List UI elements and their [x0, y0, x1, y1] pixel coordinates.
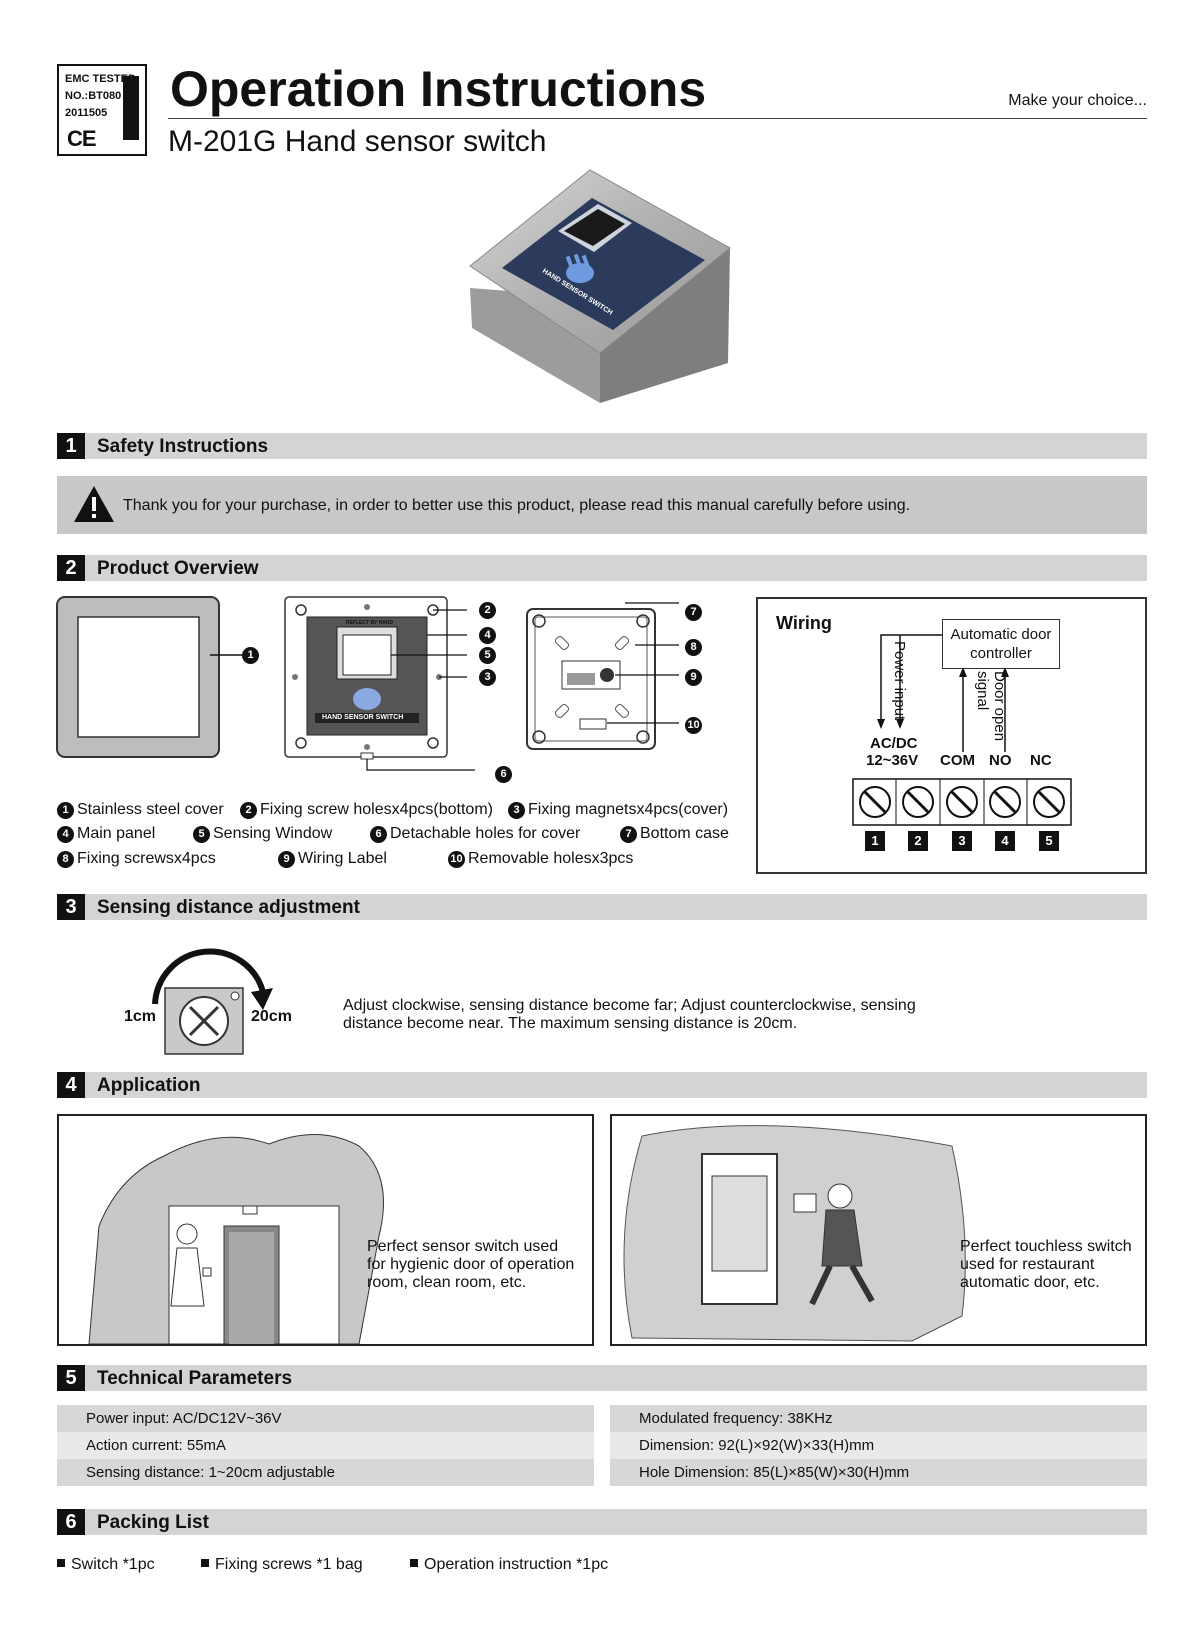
controller-box: Automatic door controller — [942, 619, 1060, 669]
wiring-diagram: Wiring Automatic door controller Power i… — [756, 597, 1147, 874]
section-number: 6 — [57, 1509, 85, 1535]
no-label: NO — [989, 752, 1012, 769]
product-photo: HAND SENSOR SWITCH — [469, 169, 731, 403]
safety-notice: Thank you for your purchase, in order to… — [57, 476, 1147, 534]
param-row: Power input: AC/DC12V~36V — [57, 1405, 594, 1432]
max-distance-label: 20cm — [251, 1008, 292, 1025]
application-text-left: Perfect sensor switch used for hygienic … — [367, 1238, 575, 1291]
hand-icon — [565, 253, 594, 283]
emc-certification-badge: EMC TESTED NO.:BT080 2011505 CE — [57, 64, 147, 156]
emc-line-1: EMC TESTED — [65, 73, 136, 85]
application-operation-room: Perfect sensor switch used for hygienic … — [57, 1114, 594, 1346]
panel-label: HAND SENSOR SWITCH — [322, 714, 404, 721]
callout-3: 3 — [479, 668, 499, 686]
product-overview-diagram — [56, 596, 679, 771]
section-title: Packing List — [97, 1512, 209, 1533]
emc-line-3: 2011505 — [65, 107, 108, 119]
section-title: Technical Parameters — [97, 1368, 293, 1389]
packing-item: Operation instruction *1pc — [410, 1556, 608, 1574]
terminal-2: 2 — [908, 831, 928, 851]
param-row: Modulated frequency: 38KHz — [610, 1405, 1147, 1432]
wiring-lines — [852, 634, 1072, 826]
callout-10: 10 — [685, 716, 705, 734]
callout-5: 5 — [479, 646, 499, 664]
power-input-label: Power input — [891, 641, 908, 721]
callout-4: 4 — [479, 626, 499, 644]
section-title: Application — [97, 1075, 201, 1096]
section-header-safety: 1 Safety Instructions — [57, 433, 1147, 459]
com-label: COM — [940, 752, 975, 769]
callout-2: 2 — [479, 601, 499, 619]
packing-item: Fixing screws *1 bag — [201, 1556, 363, 1574]
panel-top-text: REFLECT BY HAND — [346, 620, 394, 626]
parameters-left: Power input: AC/DC12V~36V Action current… — [57, 1405, 594, 1486]
section-header-technical: 5 Technical Parameters — [57, 1365, 1147, 1391]
section-number: 3 — [57, 894, 85, 920]
section-number: 4 — [57, 1072, 85, 1098]
acdc-label: AC/DC — [870, 735, 918, 752]
voltage-label: 12~36V — [866, 752, 919, 769]
hand-icon — [353, 688, 381, 710]
terminal-3: 3 — [952, 831, 972, 851]
adjustment-dial — [152, 948, 273, 1055]
param-row: Dimension: 92(L)×92(W)×33(H)mm — [610, 1432, 1147, 1459]
parameters-right: Modulated frequency: 38KHz Dimension: 92… — [610, 1405, 1147, 1486]
nc-label: NC — [1030, 752, 1052, 769]
emc-line-2: NO.:BT080 — [65, 90, 122, 102]
callout-6: 6 — [495, 765, 515, 783]
callout-9: 9 — [685, 668, 705, 686]
page-subtitle: M-201G Hand sensor switch — [168, 125, 547, 158]
safety-text: Thank you for your purchase, in order to… — [123, 497, 911, 514]
section-number: 1 — [57, 433, 85, 459]
nurse-door-illustration — [88, 1134, 384, 1344]
terminal-screws — [859, 779, 1065, 825]
page-title: Operation Instructions — [170, 61, 707, 117]
adjustment-text: Adjust clockwise, sensing distance becom… — [343, 997, 916, 1032]
section-number: 2 — [57, 555, 85, 581]
section-title: Product Overview — [97, 558, 259, 579]
ce-mark: CE — [67, 126, 97, 151]
waiter-door-illustration — [623, 1125, 966, 1342]
packing-item: Switch *1pc — [57, 1556, 155, 1574]
application-text-right: Perfect touchless switch used for restau… — [960, 1238, 1132, 1291]
emc-bar — [123, 76, 139, 140]
callout-7: 7 — [685, 603, 705, 621]
callout-1: 1 — [242, 646, 262, 664]
section-header-adjustment: 3 Sensing distance adjustment — [57, 894, 1147, 920]
section-header-application: 4 Application — [57, 1072, 1147, 1098]
header-rule — [168, 118, 1147, 119]
terminal-4: 4 — [995, 831, 1015, 851]
wiring-title: Wiring — [776, 613, 832, 633]
param-row: Sensing distance: 1~20cm adjustable — [57, 1459, 594, 1486]
section-number: 5 — [57, 1365, 85, 1391]
param-row: Hole Dimension: 85(L)×85(W)×30(H)mm — [610, 1459, 1147, 1486]
tagline: Make your choice... — [1008, 92, 1147, 109]
terminal-5: 5 — [1039, 831, 1059, 851]
section-title: Safety Instructions — [97, 436, 269, 457]
section-header-overview: 2 Product Overview — [57, 555, 1147, 581]
application-restaurant: Perfect touchless switch used for restau… — [610, 1114, 1147, 1346]
clockwise-arrow-icon — [251, 988, 273, 1010]
warning-icon — [74, 486, 114, 522]
terminal-1: 1 — [865, 831, 885, 851]
section-title: Sensing distance adjustment — [97, 897, 360, 918]
min-distance-label: 1cm — [124, 1008, 157, 1025]
section-header-packing: 6 Packing List — [57, 1509, 1147, 1535]
callout-8: 8 — [685, 638, 705, 656]
param-row: Action current: 55mA — [57, 1432, 594, 1459]
